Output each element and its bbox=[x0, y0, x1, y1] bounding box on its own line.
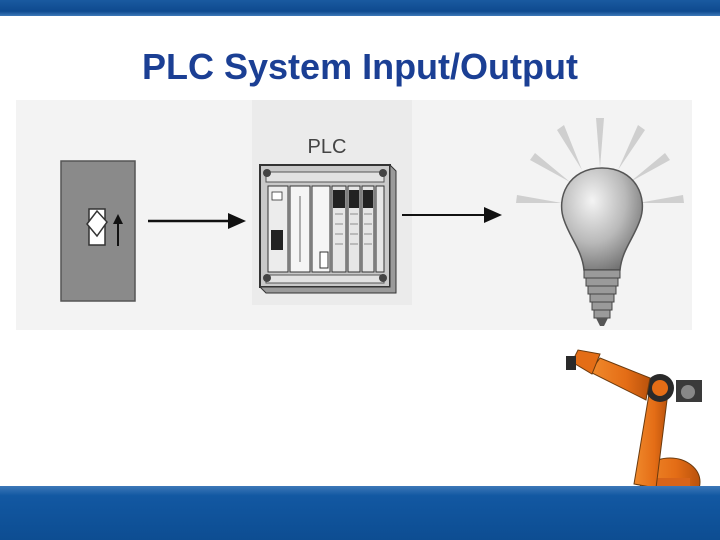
plc-rack-icon bbox=[258, 163, 397, 294]
input-arrow bbox=[148, 213, 246, 229]
top-bar bbox=[0, 0, 720, 16]
bottom-bar bbox=[0, 486, 720, 540]
output-arrow bbox=[402, 207, 502, 223]
plc-label: PLC bbox=[308, 136, 347, 158]
slide-title: PLC System Input/Output bbox=[142, 46, 578, 87]
switch-icon bbox=[60, 160, 136, 302]
light-bulb-icon bbox=[516, 118, 684, 326]
